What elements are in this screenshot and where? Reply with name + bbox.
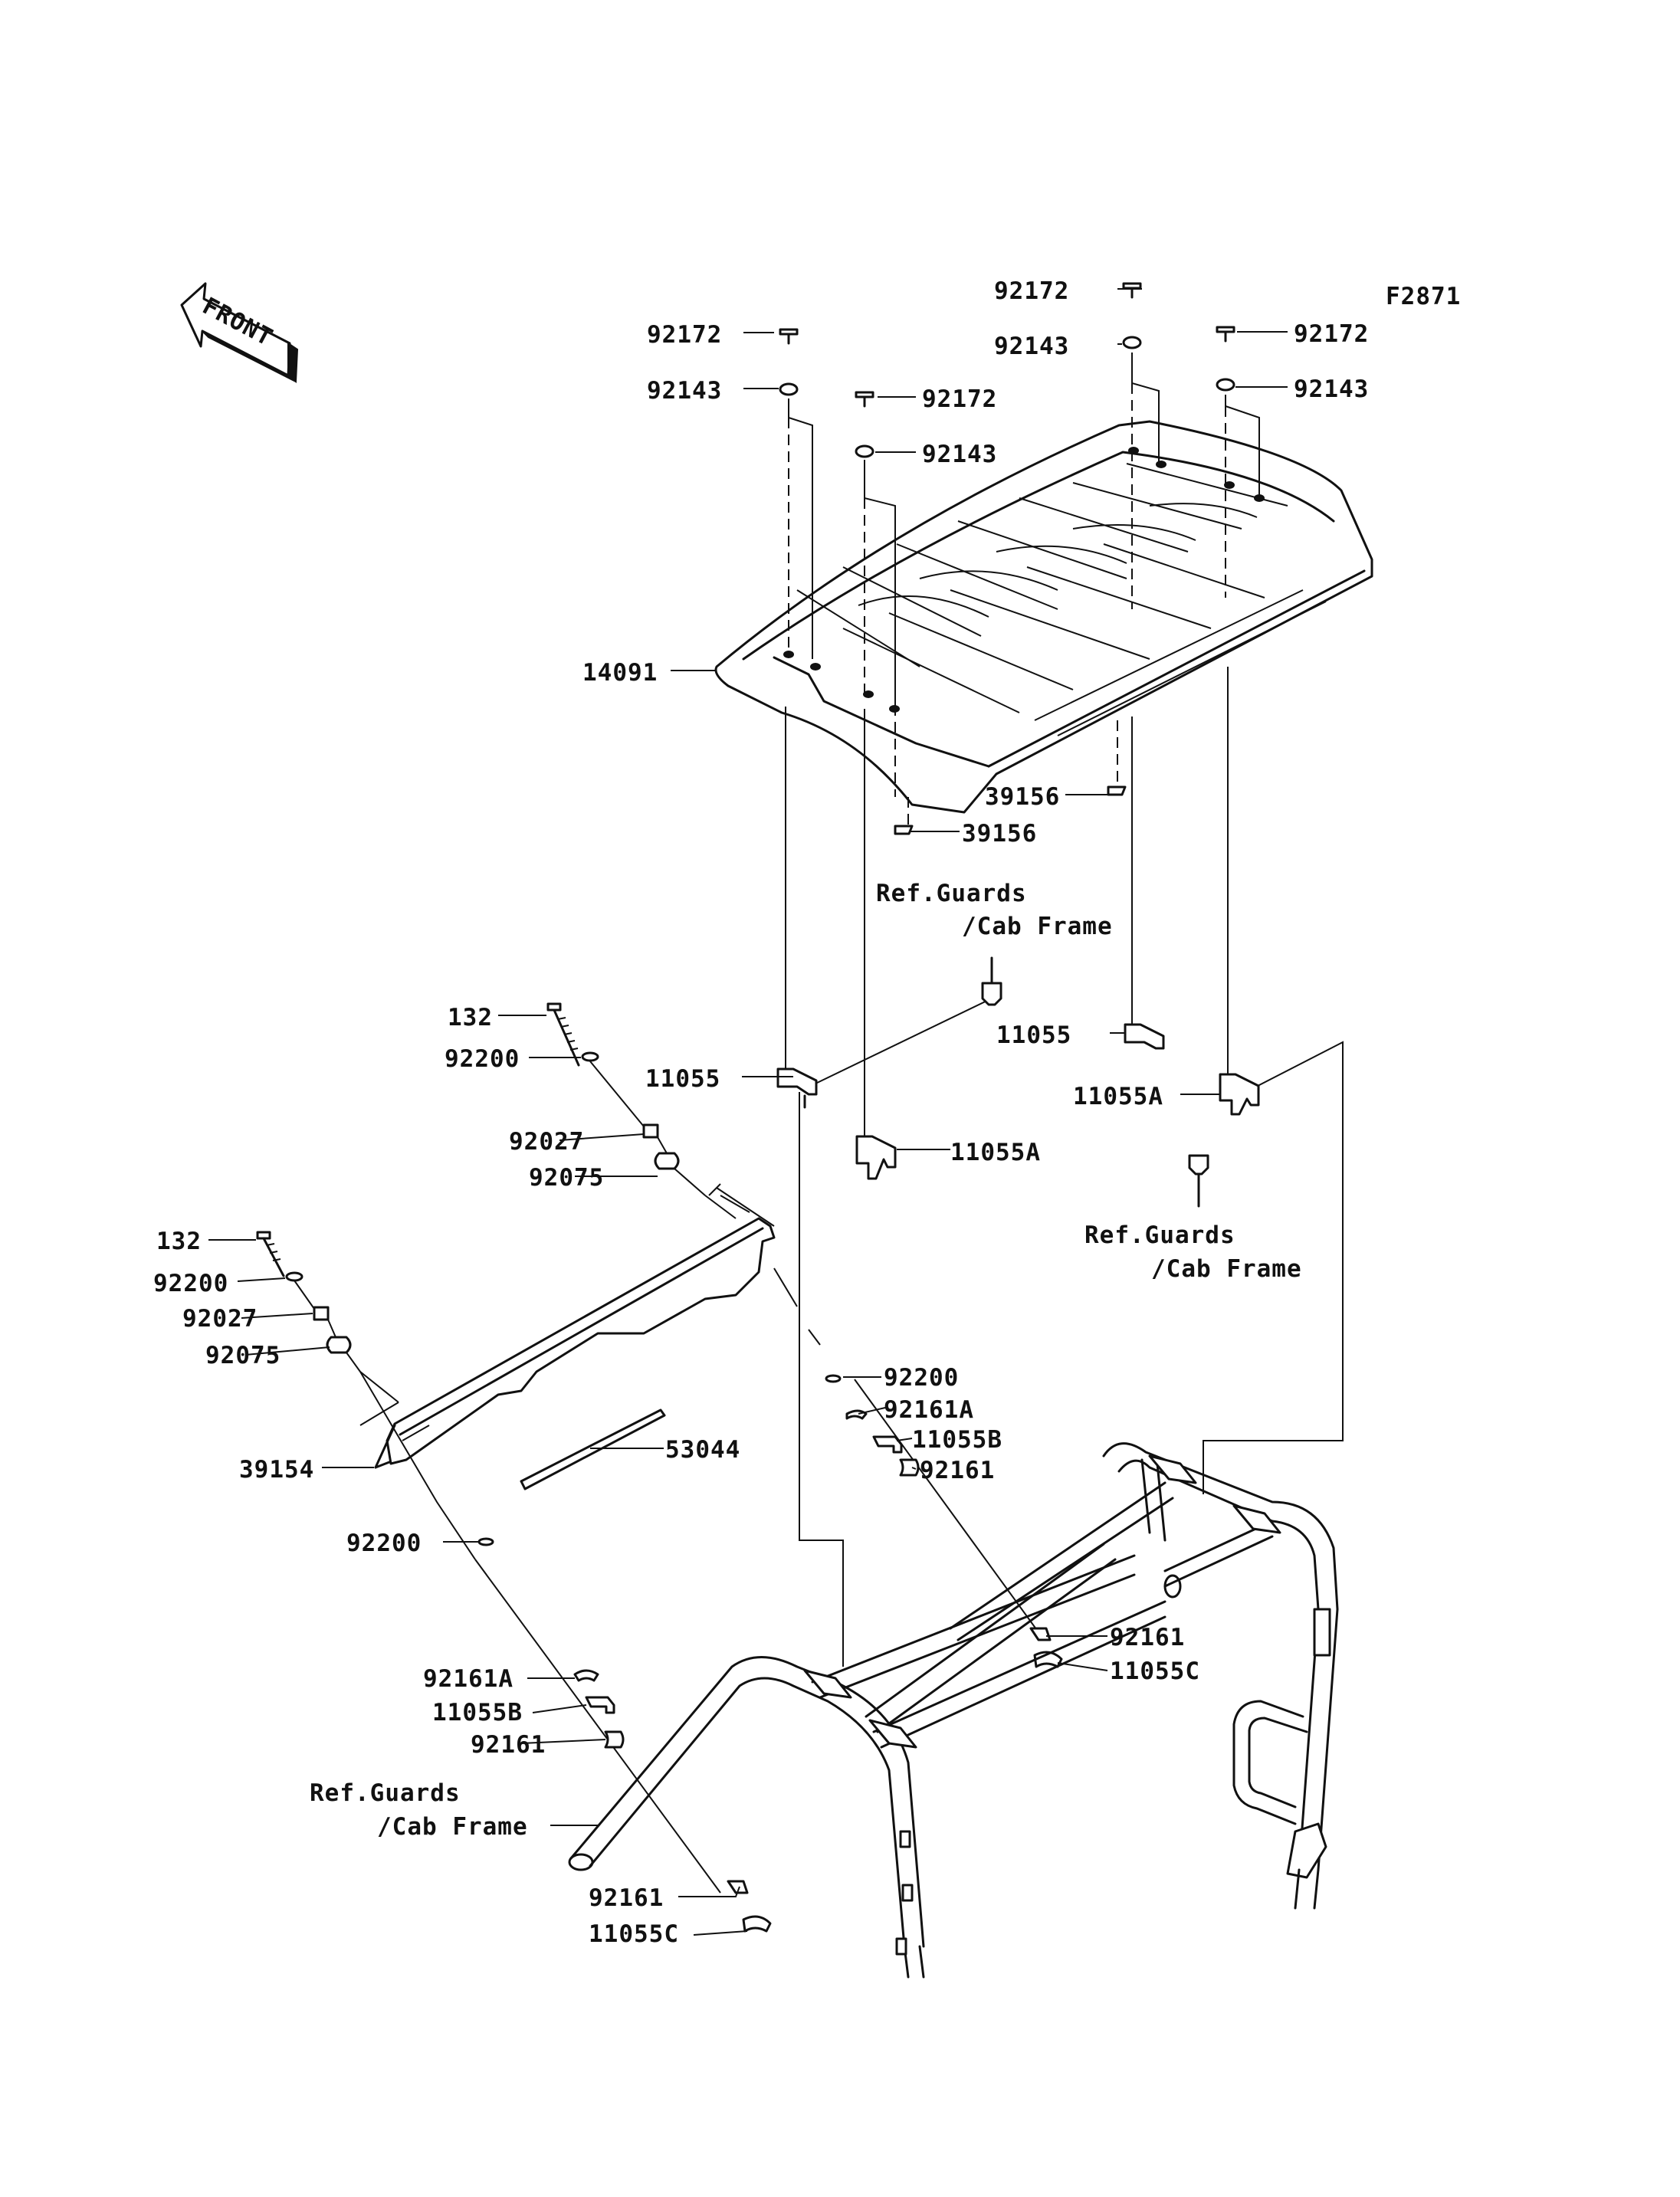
label-39154: 39154: [239, 1456, 314, 1484]
label-92200-right: 92200: [884, 1364, 959, 1392]
bolt-92172-a: [779, 328, 799, 345]
label-53044: 53044: [665, 1436, 740, 1464]
clip-39156-left: [894, 825, 914, 835]
label-ref-guards-left: Ref.Guards: [310, 1779, 461, 1807]
label-92172-c: 92172: [994, 277, 1069, 305]
dashed-leaders-top: [788, 383, 1226, 828]
label-92027-upper: 92027: [509, 1128, 584, 1156]
label-132-lower: 132: [156, 1228, 202, 1255]
label-11055b-left: 11055B: [432, 1699, 523, 1726]
label-92161-lower-left: 92161: [589, 1884, 664, 1912]
bolt-92172-b: [855, 391, 874, 408]
label-92161-right: 92161: [920, 1457, 995, 1484]
nut-92161a-right: [845, 1409, 868, 1420]
label-92027-lower: 92027: [182, 1305, 258, 1333]
bolt-132-lower: [256, 1231, 285, 1277]
visor-brace-lower: [359, 1402, 430, 1441]
label-92161a-left: 92161A: [423, 1665, 514, 1693]
washer-92200-left: [477, 1537, 494, 1546]
label-11055c-right: 11055C: [1110, 1658, 1200, 1685]
label-92172-d: 92172: [1294, 320, 1369, 348]
ref-guard-bolt-right: [1188, 1154, 1209, 1208]
collar-92027-upper: [642, 1123, 659, 1139]
clip-92161-lower-right: [1029, 1627, 1052, 1641]
leader-lines-top: [671, 288, 1288, 832]
bolt-92172-c: [1122, 282, 1142, 299]
washer-92143-b: [855, 444, 874, 458]
washer-92143-c: [1122, 336, 1142, 349]
label-92161a-right: 92161A: [884, 1396, 974, 1424]
visor-brace-upper: [708, 1183, 750, 1213]
figure-code: F2871: [1386, 283, 1461, 310]
bracket-leaders: [742, 1032, 1220, 1150]
label-92161-left: 92161: [471, 1731, 546, 1759]
bolt-132-upper: [546, 1002, 580, 1067]
label-11055a-right: 11055A: [1073, 1083, 1163, 1110]
grommet-92075-lower: [326, 1336, 352, 1354]
label-14091: 14091: [582, 659, 658, 687]
label-39156-left: 39156: [962, 820, 1037, 848]
label-92161-lower-right: 92161: [1110, 1624, 1185, 1651]
bracket-11055-right: [1124, 1023, 1165, 1050]
label-11055c-left: 11055C: [589, 1920, 679, 1948]
label-92075-upper: 92075: [529, 1164, 604, 1192]
label-cab-frame-left: /Cab Frame: [377, 1813, 528, 1841]
bracket-11055-left: [776, 1067, 818, 1109]
bracket-11055a-center: [855, 1135, 897, 1180]
ref-guard-bolt-top: [981, 956, 1002, 1006]
leader-lines-visor: [208, 1015, 1039, 1894]
cab-frame: [568, 1442, 1339, 1979]
washer-92143-a: [779, 382, 799, 396]
label-cab-frame-right: /Cab Frame: [1151, 1255, 1302, 1283]
washer-92200-right: [825, 1374, 842, 1383]
clip-92161-lower-left: [727, 1880, 749, 1894]
clip-92161-left: [604, 1730, 625, 1749]
label-11055-right: 11055: [996, 1021, 1071, 1049]
leader-lines-right-clamps: [843, 1376, 1108, 1671]
washer-92200-lower: [285, 1271, 304, 1282]
label-11055b-right: 11055B: [912, 1426, 1002, 1454]
label-92075-lower: 92075: [205, 1342, 281, 1369]
roof-panel: [714, 420, 1373, 814]
clip-92161-right: [899, 1458, 920, 1477]
label-11055-left: 11055: [645, 1065, 720, 1093]
label-92172-b: 92172: [922, 385, 997, 413]
label-92143-c: 92143: [994, 333, 1069, 360]
collar-92027-lower: [313, 1306, 330, 1321]
leader-lines-left-clamps: [443, 1541, 748, 1936]
label-92200-left: 92200: [346, 1530, 422, 1557]
bracket-11055a-right: [1219, 1073, 1260, 1116]
label-ref-guards-top: Ref.Guards: [876, 880, 1027, 907]
visor-panel: [374, 1217, 776, 1469]
label-92143-a: 92143: [647, 377, 722, 405]
nut-92161a-left: [573, 1669, 599, 1682]
front-direction-arrow-icon: FRONT: [180, 282, 299, 384]
strip-53044: [520, 1408, 666, 1490]
label-92143-b: 92143: [922, 441, 997, 468]
clip-39156-right: [1107, 785, 1127, 796]
label-132-upper: 132: [448, 1004, 493, 1031]
label-92200-upper: 92200: [445, 1045, 520, 1073]
clamp-11055c-left: [742, 1915, 772, 1933]
clamp-11055b-left: [585, 1696, 615, 1714]
roof-to-bracket-lines: [785, 667, 1344, 1667]
washer-92143-d: [1216, 378, 1235, 392]
label-11055a-center: 11055A: [950, 1139, 1041, 1166]
label-92172-a: 92172: [647, 321, 722, 349]
grommet-92075-upper: [654, 1152, 680, 1170]
label-92200-lower: 92200: [153, 1270, 228, 1297]
washer-92200-upper: [581, 1051, 599, 1062]
label-92143-d: 92143: [1294, 375, 1369, 403]
label-ref-guards-right: Ref.Guards: [1084, 1221, 1235, 1249]
clamp-11055b-right: [872, 1435, 903, 1454]
bolt-92172-d: [1216, 326, 1235, 343]
label-39156-right: 39156: [985, 783, 1060, 811]
label-cab-frame-top: /Cab Frame: [962, 913, 1113, 940]
